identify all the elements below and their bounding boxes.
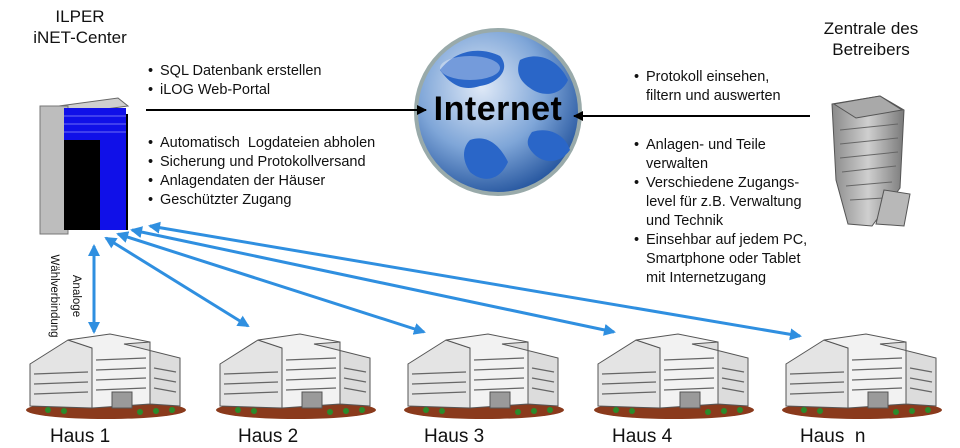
left-bullets-top: SQL Datenbank erstellen iLOG Web-Portal	[148, 62, 321, 100]
office-building-icon	[25, 333, 187, 420]
analog-link-line2: Wählverbindung	[48, 254, 60, 338]
left-title-line2: iNET-Center	[33, 28, 127, 47]
house-label-3: Haus 3	[424, 426, 485, 447]
right-title-line2: Betreibers	[832, 40, 910, 59]
house-label-1: Haus 1	[50, 426, 111, 447]
office-tower-icon	[831, 95, 911, 227]
right-bullets-top: Protokoll einsehen, filtern und auswerte…	[634, 68, 781, 106]
right-title-line1: Zentrale des	[823, 19, 919, 38]
office-building-icon	[593, 333, 755, 420]
list-item: Geschützter Zugang	[148, 191, 375, 210]
right-bullets-bottom: Anlagen- und Teile verwalten Verschieden…	[634, 136, 807, 288]
office-building-icon	[403, 333, 565, 420]
left-title-line1: ILPER	[55, 7, 105, 26]
list-item: Automatisch Logdateien abholen	[148, 134, 375, 153]
list-item: Verschiedene Zugangs- level für z.B. Ver…	[634, 174, 807, 231]
left-title: ILPER iNET-Center	[20, 6, 140, 48]
analog-link-label: Analoge Wählverbindung	[48, 246, 92, 346]
link-haus-n	[148, 221, 802, 341]
office-building-icon	[781, 333, 943, 420]
house-label-n: Haus n	[800, 426, 866, 447]
list-item: SQL Datenbank erstellen	[148, 62, 321, 81]
list-item: Anlagendaten der Häuser	[148, 172, 375, 191]
house-label-2: Haus 2	[238, 426, 299, 447]
list-item: Protokoll einsehen, filtern und auswerte…	[634, 68, 781, 106]
right-title: Zentrale des Betreibers	[806, 18, 936, 60]
server-tower-icon	[39, 97, 130, 235]
office-building-icon	[215, 333, 377, 420]
analog-link-line1: Analoge	[70, 274, 82, 318]
internet-label: Internet	[433, 90, 563, 128]
list-item: Sicherung und Protokollversand	[148, 153, 375, 172]
house-label-4: Haus 4	[612, 426, 673, 447]
list-item: Einsehbar auf jedem PC, Smartphone oder …	[634, 231, 807, 288]
left-bullets-bottom: Automatisch Logdateien abholen Sicherung…	[148, 134, 375, 210]
globe-icon	[414, 28, 582, 196]
list-item: iLOG Web-Portal	[148, 81, 321, 100]
list-item: Anlagen- und Teile verwalten	[634, 136, 807, 174]
